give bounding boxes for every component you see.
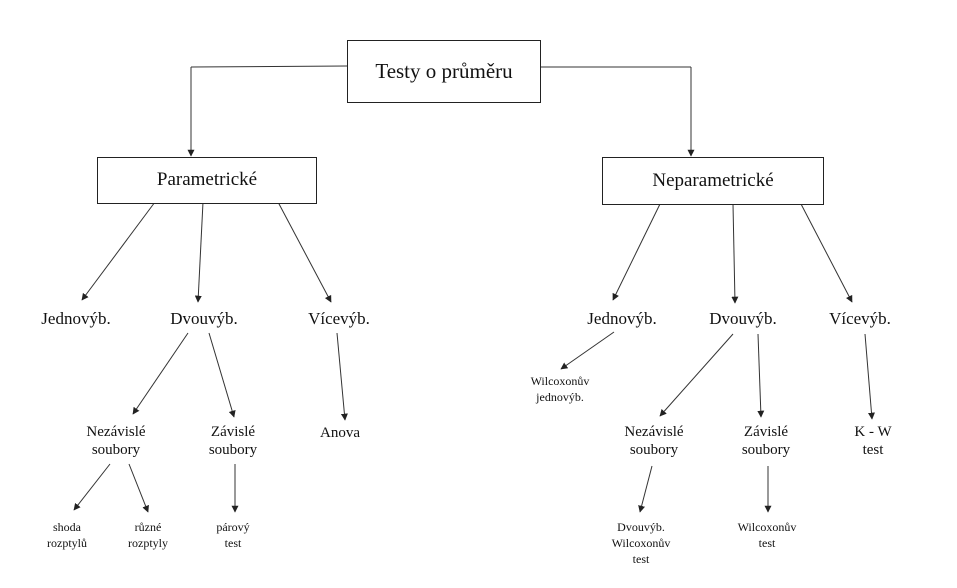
root-label: Testy o průměru: [375, 58, 513, 83]
nonparam-nezavisle-soubory: Nezávislé soubory: [624, 423, 683, 459]
param-ruzne-rozptyly: různé rozptyly: [128, 519, 168, 551]
nonparam-zavisle-soubory: Závislé soubory: [742, 423, 790, 459]
edge-nonparam-dvou: [731, 203, 739, 304]
param-zavisle-line2: soubory: [208, 442, 258, 458]
edge-nezavisle-shoda: [73, 463, 111, 511]
parametric-box: Parametrické: [97, 157, 317, 204]
edge-vice-kw: [864, 333, 875, 420]
edge-root-param-h: [190, 65, 348, 68]
shoda-line2: rozptylů: [47, 536, 87, 551]
edge-dvou-zavisle-np: [757, 333, 765, 418]
param-jednovyb: Jednovýb.: [41, 309, 111, 328]
ruzne-line1: různé: [134, 520, 162, 534]
param-nezavisle-soubory: Nezávislé soubory: [86, 423, 145, 459]
edge-param-vice: [277, 201, 332, 303]
shoda-line1: shoda: [53, 520, 81, 534]
nonparametric-box: Neparametrické: [602, 157, 824, 205]
param-parovy-test: párový test: [216, 519, 249, 551]
param-vicevyb: Vícevýb.: [308, 309, 370, 328]
edge-vice-anova: [336, 332, 348, 421]
wilc-test-line2: test: [758, 536, 776, 551]
param-shoda-rozptylu: shoda rozptylů: [47, 519, 87, 551]
root-box: Testy o průměru: [347, 40, 541, 103]
wilc-jedn-line1: Wilcoxonův: [530, 374, 590, 388]
np-zavisle-line2: soubory: [741, 442, 791, 458]
nonparam-wilcoxon-jednovyb: Wilcoxonův jednovýb.: [531, 373, 590, 405]
param-dvouvyb: Dvouvýb.: [170, 309, 238, 328]
kw-line2: test: [862, 442, 884, 458]
param-anova: Anova: [320, 425, 360, 441]
param-nezavisle-line1: Nezávislé: [86, 424, 146, 440]
edge-jedn-wilcoxon: [560, 331, 615, 370]
parovy-line1: párový: [216, 520, 250, 534]
parametric-label: Parametrické: [156, 169, 258, 191]
edge-nezavisle-dvou-wilc: [638, 465, 653, 513]
edge-dvou-nezavisle: [132, 332, 189, 415]
np-zavisle-line1: Závislé: [743, 424, 789, 440]
nonparam-dvouvyb: Dvouvýb.: [709, 309, 777, 328]
kw-line1: K - W: [854, 424, 892, 440]
edge-param-dvou: [194, 201, 204, 303]
wilc-jedn-line2: jednovýb.: [536, 390, 584, 405]
dvou-wilc-line3: test: [632, 552, 650, 567]
nonparam-jednovyb: Jednovýb.: [587, 309, 657, 328]
wilc-test-line1: Wilcoxonův: [737, 520, 797, 534]
edge-nezavisle-ruzne: [128, 463, 149, 513]
edge-param-jedn: [81, 201, 156, 301]
nonparam-kw-test: K - W test: [854, 423, 891, 459]
dvou-wilc-line2: Wilcoxonův: [611, 536, 671, 551]
nonparam-vicevyb: Vícevýb.: [829, 309, 891, 328]
np-nezavisle-line2: soubory: [629, 442, 679, 458]
param-zavisle-soubory: Závislé soubory: [209, 423, 257, 459]
parovy-line2: test: [224, 536, 242, 551]
edge-nonparam-jedn: [612, 203, 661, 301]
ruzne-line2: rozptyly: [128, 536, 168, 551]
edge-nonparam-vice: [800, 203, 853, 303]
edge-dvou-zavisle: [208, 332, 236, 418]
nonparam-dvouvyb-wilcoxon-test: Dvouvýb. Wilcoxonův test: [612, 519, 671, 568]
param-zavisle-line1: Závislé: [210, 424, 256, 440]
param-nezavisle-line2: soubory: [91, 442, 141, 458]
edge-dvou-nezavisle-np: [659, 333, 734, 417]
dvou-wilc-line1: Dvouvýb.: [617, 520, 665, 534]
np-nezavisle-line1: Nezávislé: [624, 424, 684, 440]
nonparametric-label: Neparametrické: [652, 169, 774, 191]
nonparam-wilcoxon-test: Wilcoxonův test: [738, 519, 797, 551]
